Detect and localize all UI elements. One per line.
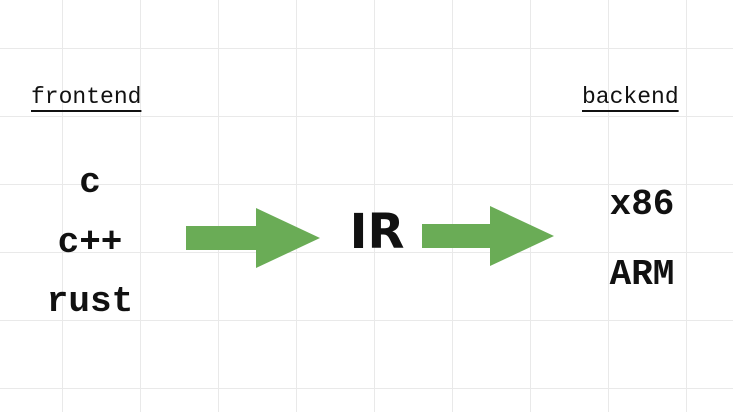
backend-heading: backend: [582, 84, 679, 110]
arrow-right-icon: [422, 206, 554, 266]
backend-item-x86: x86: [609, 184, 675, 225]
frontend-item-c: c: [79, 162, 101, 203]
ir-label: IR: [349, 204, 405, 260]
arrow-right-icon: [186, 208, 320, 268]
frontend-item-cpp: c++: [57, 222, 123, 263]
frontend-heading: frontend: [31, 84, 142, 110]
backend-item-arm: ARM: [609, 254, 675, 295]
frontend-item-rust: rust: [46, 281, 134, 322]
